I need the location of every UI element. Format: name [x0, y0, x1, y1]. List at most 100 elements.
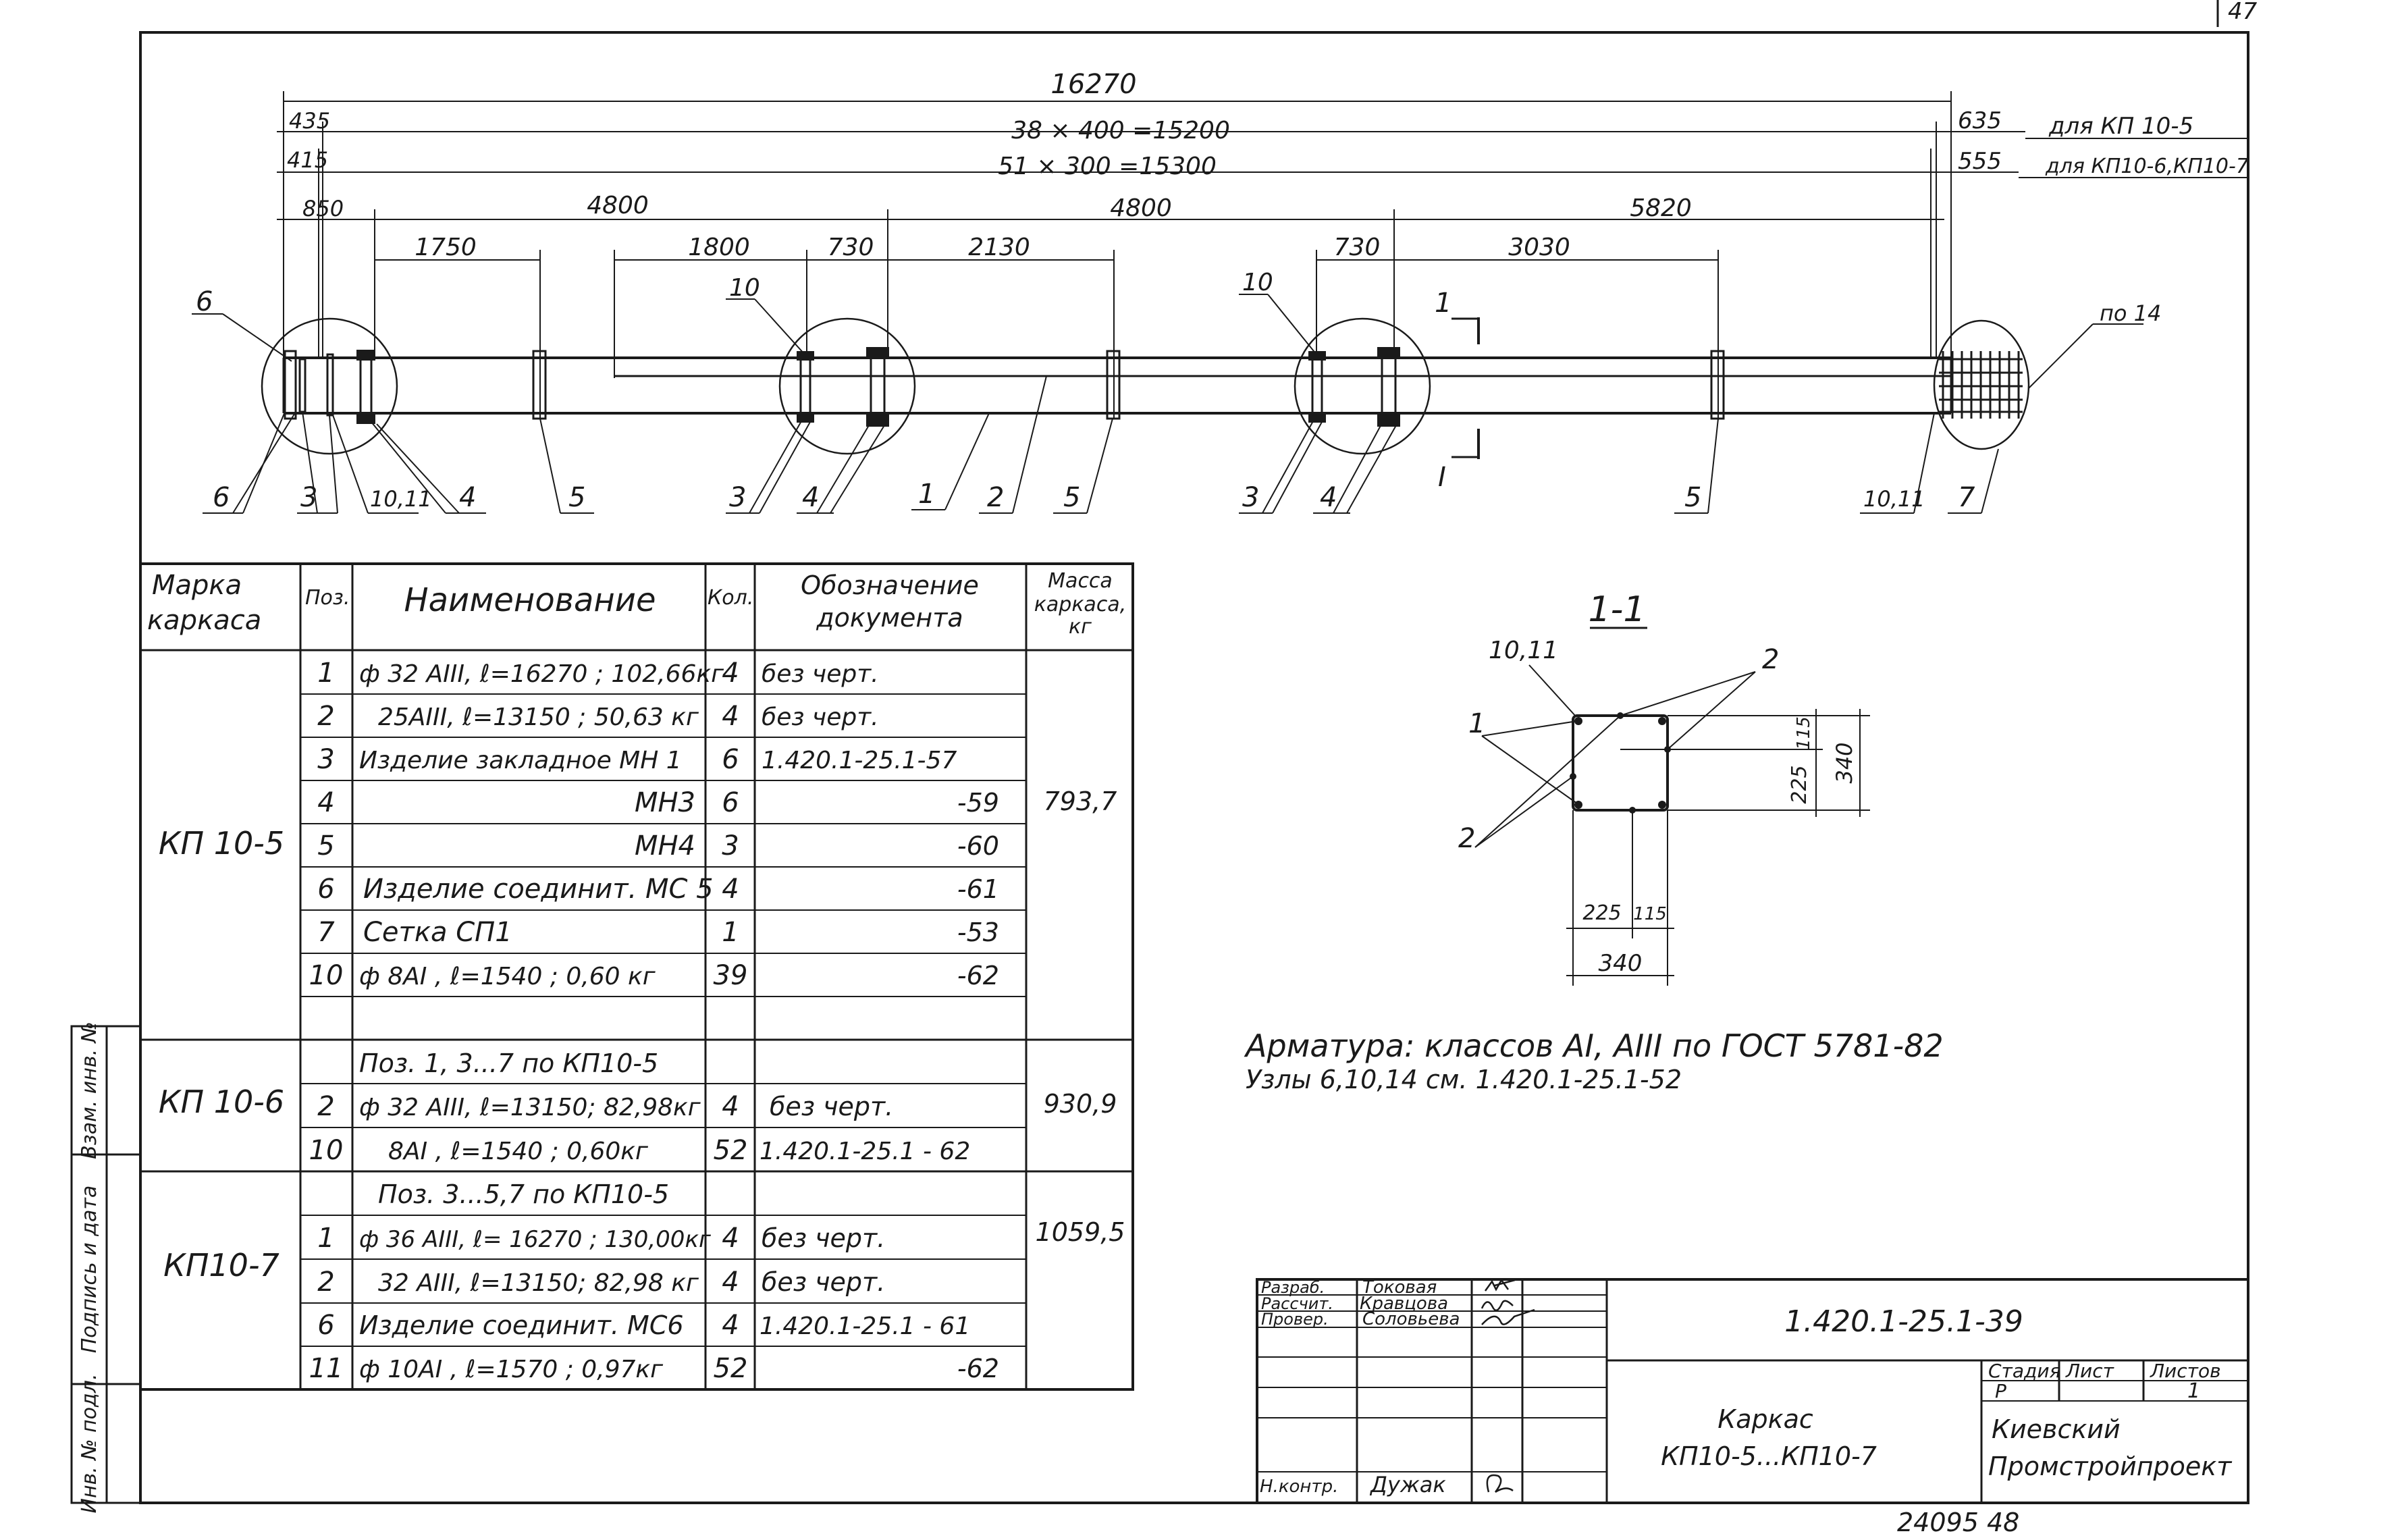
- title-block: Разраб. Рассчит. Провер. Н.контр. Токова…: [1256, 1277, 2249, 1504]
- svg-text:Изделие соединит. МС6: Изделие соединит. МС6: [359, 1310, 684, 1340]
- callout-3: 3: [1242, 482, 1259, 513]
- section-1-1: 1-1 10,11 2 1 2 225 115 340: [1458, 589, 1870, 986]
- svg-text:6: 6: [317, 1310, 334, 1341]
- section-mark-top: 1: [1435, 288, 1451, 319]
- svg-text:2: 2: [317, 701, 334, 732]
- stage-header: Стадия: [1988, 1360, 2060, 1382]
- right-node-parts: [1308, 347, 1400, 427]
- dim-row2-left: 415: [287, 147, 328, 173]
- dim-row1-right: 635: [1958, 107, 2002, 134]
- dim-row1-left: 435: [289, 108, 330, 134]
- table-row: 4 МН3 6 -59: [317, 787, 999, 818]
- callout-5: 5: [1684, 482, 1701, 513]
- callout-6: 6: [213, 482, 230, 513]
- section-label-2-top: 2: [1762, 644, 1779, 675]
- role-calculated: Рассчит.: [1261, 1294, 1333, 1313]
- callout-3: 3: [729, 482, 746, 513]
- svg-text:25АIII, ℓ=13150 ; 50,63 кг: 25АIII, ℓ=13150 ; 50,63 кг: [378, 703, 699, 731]
- svg-text:1.420.1-25.1-57: 1.420.1-25.1-57: [762, 747, 957, 774]
- signature: [1481, 1308, 1535, 1325]
- mass-kp10-5: 793,7: [1044, 787, 1117, 816]
- section-mark-bottom: I: [1438, 462, 1446, 493]
- svg-text:без черт.: без черт.: [762, 1267, 885, 1297]
- table-row: 5 МН4 3 -60: [317, 830, 999, 861]
- dim-h115: 115: [1633, 904, 1667, 924]
- svg-text:ф 8АI , ℓ=1540 ; 0,60 кг: ф 8АI , ℓ=1540 ; 0,60 кг: [359, 963, 656, 990]
- svg-text:2: 2: [317, 1267, 334, 1298]
- note-reinforcement: Арматура: классов АI, АIII по ГОСТ 5781-…: [1244, 1028, 1944, 1064]
- svg-text:2: 2: [317, 1091, 334, 1122]
- signature: [1484, 1278, 1516, 1292]
- svg-text:Поз. 1, 3...7 по КП10-5: Поз. 1, 3...7 по КП10-5: [359, 1048, 658, 1078]
- table-row: 2 ф 32 АIII, ℓ=13150; 82,98кг 4 без черт…: [317, 1091, 893, 1122]
- mark-kp10-6: КП 10-6: [159, 1084, 284, 1120]
- svg-text:без черт.: без черт.: [762, 703, 879, 731]
- svg-text:-59: -59: [957, 788, 999, 818]
- node-label-14: по 14: [2100, 300, 2161, 326]
- signature: [1486, 1474, 1514, 1493]
- table-row: 7 Сетка СП1 1 -53: [317, 917, 999, 948]
- svg-text:10: 10: [309, 1135, 344, 1166]
- svg-text:-62: -62: [957, 961, 999, 990]
- mass-kp10-7: 1059,5: [1036, 1217, 1125, 1247]
- svg-text:без черт.: без черт.: [770, 1092, 893, 1121]
- elevation-view: 16270 435 38 × 400 =15200 635 для КП 10-…: [192, 69, 2249, 514]
- dim-row2-mid: 51 × 300 =15300: [998, 153, 1217, 180]
- dim-row4-c: 730: [828, 234, 874, 261]
- node-circle-right: [1294, 317, 1431, 455]
- mass-kp10-6: 930,9: [1044, 1089, 1117, 1119]
- svg-text:-60: -60: [957, 831, 999, 861]
- corner-mark: 47: [2228, 0, 2258, 25]
- dim-row4-b: 1800: [688, 234, 750, 261]
- dim-v225: 225: [1788, 765, 1811, 803]
- node-circle-left: [261, 317, 398, 455]
- name-calculator: Кравцова: [1360, 1294, 1448, 1314]
- section-label-1: 1: [1468, 708, 1485, 739]
- svg-text:Сетка СП1: Сетка СП1: [363, 917, 512, 948]
- dim-row3-b: 4800: [587, 192, 649, 219]
- callout-5: 5: [1063, 482, 1080, 513]
- note-row2: для КП10-6,КП10-7: [2045, 155, 2249, 178]
- node-circle-mid: [778, 317, 916, 455]
- title-line-1: Каркас: [1717, 1404, 1813, 1434]
- callout-5: 5: [568, 482, 585, 513]
- spec-table: Марка каркаса Поз. Наименование Кол. Обо…: [139, 562, 1134, 1391]
- svg-text:8АI , ℓ=1540 ; 0,60кг: 8АI , ℓ=1540 ; 0,60кг: [388, 1138, 649, 1165]
- callout-10-11: 10,11: [1863, 486, 1925, 512]
- svg-text:4: 4: [722, 1091, 739, 1122]
- plate-mh4: [1106, 350, 1121, 420]
- sheets-value: 1: [2187, 1379, 2200, 1403]
- callout-10-11: 10,11: [370, 486, 432, 512]
- header-doc: документа: [816, 603, 963, 633]
- svg-text:52: 52: [714, 1135, 748, 1166]
- callout-4: 4: [1320, 482, 1337, 513]
- dim-row4-d: 2130: [968, 234, 1030, 261]
- svg-text:7: 7: [317, 917, 335, 948]
- section-title: 1-1: [1589, 589, 1646, 630]
- dim-row3-c: 4800: [1110, 194, 1172, 222]
- table-row: Поз. 3...5,7 по КП10-5: [378, 1179, 669, 1209]
- org-line-2: Промстройпроект: [1988, 1452, 2233, 1481]
- table-row: 11 ф 10АI , ℓ=1570 ; 0,97кг 52 -62: [309, 1353, 999, 1384]
- header-mark: Марка: [152, 570, 242, 601]
- dim-row3-a: 850: [302, 196, 344, 221]
- dim-row2-right: 555: [1958, 148, 2002, 175]
- dim-v115: 115: [1794, 716, 1814, 750]
- header-name: Наименование: [404, 581, 656, 619]
- svg-text:ф 10АI , ℓ=1570 ; 0,97кг: ф 10АI , ℓ=1570 ; 0,97кг: [359, 1356, 664, 1383]
- callout-7: 7: [1958, 482, 1975, 513]
- section-label-10-11: 10,11: [1489, 637, 1558, 664]
- svg-text:-62: -62: [957, 1354, 999, 1383]
- bottom-callouts: 6 3 10,11 4 5 3 4: [203, 375, 1999, 514]
- svg-text:4: 4: [722, 658, 739, 689]
- callout-1: 1: [918, 479, 935, 510]
- svg-text:5: 5: [317, 830, 334, 861]
- svg-text:ф 32 АIII, ℓ=13150; 82,98кг: ф 32 АIII, ℓ=13150; 82,98кг: [359, 1094, 701, 1121]
- svg-text:52: 52: [714, 1353, 748, 1384]
- sheet-header: Лист: [2065, 1360, 2114, 1382]
- callout-4: 4: [802, 482, 819, 513]
- svg-text:без черт.: без черт.: [762, 1223, 885, 1253]
- svg-text:ф 32 АIII, ℓ=16270 ; 102,66кг: ф 32 АIII, ℓ=16270 ; 102,66кг: [359, 660, 724, 688]
- table-row: 2 32 АIII, ℓ=13150; 82,98 кг 4 без черт.: [317, 1267, 885, 1298]
